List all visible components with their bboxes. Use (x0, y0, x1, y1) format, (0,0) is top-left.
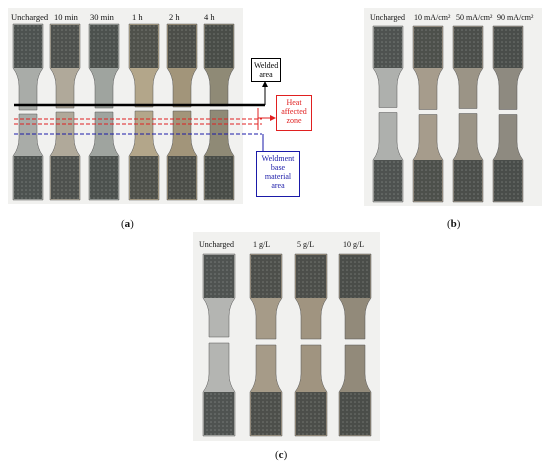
specimen-a-4 (166, 23, 198, 201)
specimen-a-5 (203, 23, 235, 201)
panel-c-caption: (c) (275, 449, 288, 461)
panel-b-specimens (372, 25, 524, 203)
specimen-a-3 (128, 23, 160, 201)
panel-c-label-3: 10 g/L (343, 240, 365, 249)
specimen-c-2 (294, 253, 328, 437)
specimen-b-1 (412, 25, 444, 203)
panel-b-label-0: Uncharged (370, 13, 405, 22)
panel-a-caption: (a) (121, 218, 134, 230)
panel-c-specimens (202, 253, 372, 437)
specimen-a-2 (88, 23, 120, 201)
specimen-b-3 (492, 25, 524, 203)
panel-a-photo: Uncharged 10 min 30 min 1 h 2 h 4 h (8, 8, 243, 204)
specimen-c-3 (338, 253, 372, 437)
panel-c-label-0: Uncharged (199, 240, 234, 249)
panel-a-label-3: 1 h (132, 12, 143, 22)
panel-b-label-1: 10 mA/cm² (414, 13, 451, 22)
panel-b-photo: Uncharged 10 mA/cm² 50 mA/cm² 90 mA/cm² (364, 8, 542, 206)
panel-c-label-1: 1 g/L (253, 240, 271, 249)
specimen-a-1 (49, 23, 81, 201)
specimen-c-1 (249, 253, 283, 437)
panel-b-caption: (b) (447, 218, 461, 230)
haz-box: Heat affected zone (276, 95, 312, 131)
specimen-b-0 (372, 25, 404, 203)
panel-c-photo: Uncharged 1 g/L 5 g/L 10 g/L (193, 232, 380, 441)
panel-a-label-2: 30 min (90, 12, 114, 22)
base-material-box: Weldment base material area (256, 151, 300, 197)
panel-b-label-3: 90 mA/cm² (497, 13, 534, 22)
welded-area-box: Welded area (251, 58, 281, 82)
specimen-b-2 (452, 25, 484, 203)
specimen-a-0 (12, 23, 44, 201)
panel-b-label-2: 50 mA/cm² (456, 13, 493, 22)
panel-a-label-0: Uncharged (11, 12, 49, 22)
panel-a-specimens (12, 23, 235, 201)
specimen-c-0 (202, 253, 236, 437)
panel-a-label-1: 10 min (54, 12, 78, 22)
panel-a-label-5: 4 h (204, 12, 215, 22)
panel-c-label-2: 5 g/L (297, 240, 315, 249)
panel-a-label-4: 2 h (169, 12, 180, 22)
